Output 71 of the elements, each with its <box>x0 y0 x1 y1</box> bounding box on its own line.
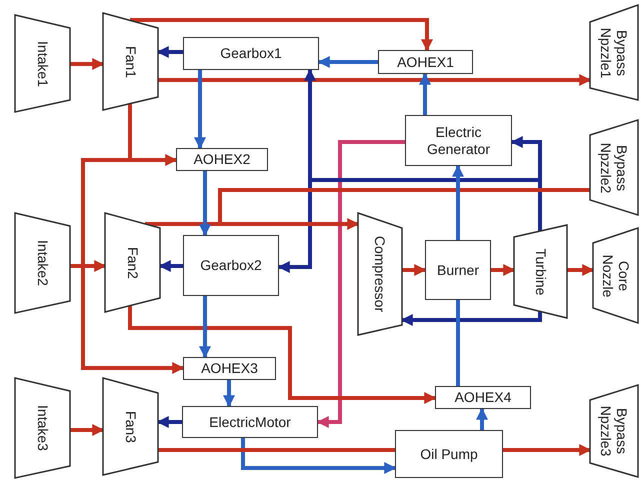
gearbox-box <box>183 235 279 296</box>
heat-exchanger-box <box>378 50 473 74</box>
gearbox-box <box>183 37 319 70</box>
node-label: Turbine <box>532 247 549 297</box>
arrow <box>223 380 235 408</box>
compressor-trapezoid <box>358 213 402 335</box>
turbine-trapezoid <box>514 225 567 318</box>
nozzle-trapezoid <box>590 385 638 477</box>
node-label: ElectricMotor <box>208 414 292 430</box>
arrow <box>476 408 488 430</box>
motor-box <box>182 406 318 438</box>
pump-box <box>395 430 503 478</box>
node-label: AOHEX4 <box>454 389 512 406</box>
node-label: Intake1 <box>34 40 51 88</box>
node-label: Burner <box>436 262 480 278</box>
nozzle-trapezoid <box>593 228 638 323</box>
arrow <box>400 311 542 326</box>
arrow <box>402 264 426 276</box>
arrow <box>199 296 211 358</box>
node-label: Bypass Npzzle1 <box>598 26 630 80</box>
node-label: Intake2 <box>34 239 51 288</box>
heat-exchanger-box <box>176 148 268 171</box>
nozzle-trapezoid <box>590 5 638 100</box>
arrow <box>241 438 396 474</box>
arrow <box>318 56 378 68</box>
arrow <box>156 46 183 58</box>
arrow <box>70 58 104 70</box>
arrow <box>503 444 592 456</box>
node-label: Electric Generator <box>426 124 492 158</box>
arrow <box>128 305 436 404</box>
node-label: Oil Pump <box>419 446 479 462</box>
arrow <box>316 140 405 428</box>
fan-trapezoid <box>105 213 160 312</box>
node-label: AOHEX1 <box>396 54 455 70</box>
node-label: Fan3 <box>122 410 139 444</box>
arrow <box>567 264 594 276</box>
node-label: AOHEX3 <box>200 360 259 377</box>
arrow <box>194 70 206 150</box>
intake-trapezoid <box>15 15 70 112</box>
connector-line <box>456 300 460 386</box>
node-label: Intake3 <box>34 404 51 453</box>
connector-line <box>158 448 395 452</box>
arrow <box>491 264 516 276</box>
arrow <box>419 72 431 115</box>
arrow <box>158 74 592 86</box>
fan-trapezoid <box>103 13 158 110</box>
node-label: AOHEX2 <box>192 151 252 168</box>
arrow <box>70 260 106 272</box>
node-label: Fan2 <box>124 246 141 280</box>
node-label: Gearbox2 <box>199 257 263 274</box>
intake-trapezoid <box>15 213 70 313</box>
heat-exchanger-box <box>435 386 531 409</box>
generator-box <box>405 115 512 166</box>
nozzle-trapezoid <box>590 120 638 215</box>
node-label: Bypass Npzzle2 <box>598 141 630 195</box>
arrow <box>278 178 542 273</box>
arrow <box>70 424 104 436</box>
arrow <box>158 260 183 272</box>
node-label: Bypass Npzzle3 <box>598 404 630 458</box>
node-label: Gearbox1 <box>219 45 283 62</box>
arrow <box>156 416 182 428</box>
burner-box <box>425 240 491 300</box>
node-label: Compressor <box>372 234 388 314</box>
heat-exchanger-box <box>183 357 276 380</box>
fan-trapezoid <box>103 378 158 475</box>
arrow <box>199 171 211 236</box>
arrow <box>130 18 433 52</box>
node-label: Fan1 <box>122 44 139 80</box>
intake-trapezoid <box>15 378 70 478</box>
arrow <box>452 164 464 240</box>
node-label: Core Nozzle <box>599 253 632 299</box>
